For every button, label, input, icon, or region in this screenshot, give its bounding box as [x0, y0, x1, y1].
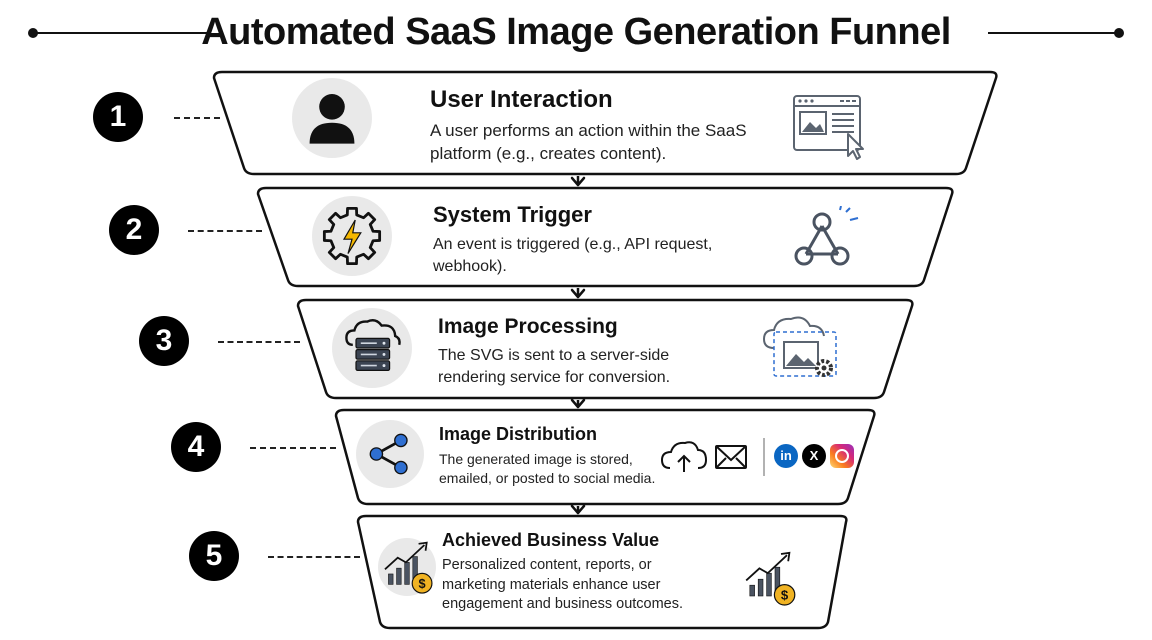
- down-arrow-icon: [570, 504, 586, 515]
- growth-chart-coin-icon: $: [378, 538, 436, 596]
- stage-4-description: The generated image is stored, emailed, …: [439, 451, 656, 486]
- user-icon: [292, 78, 372, 158]
- stage-2-leader-line: [188, 230, 262, 232]
- browser-window-cursor-icon: [790, 92, 874, 162]
- stage-5-number-badge: 5: [189, 531, 239, 581]
- stage-2-title: System Trigger: [433, 202, 592, 227]
- cloud-server-icon: [332, 308, 412, 388]
- stage-1-number-badge: 1: [93, 92, 143, 142]
- stage-3-leader-line: [218, 341, 300, 343]
- cloud-upload-icon: [660, 441, 708, 472]
- stage-3-number-badge: 3: [139, 316, 189, 366]
- instagram-icon: [830, 444, 854, 468]
- page-title: Automated SaaS Image Generation Funnel: [201, 11, 951, 53]
- stage-3-title: Image Processing: [438, 315, 618, 338]
- gear-lightning-icon: [312, 196, 392, 276]
- funnel-stage-1-shape: [212, 70, 998, 176]
- linkedin-icon: in: [774, 444, 798, 468]
- funnel-stage-5-shape: [356, 514, 848, 630]
- down-arrow-icon: [570, 176, 586, 187]
- webhook-icon: [786, 205, 862, 272]
- stage-1-leader-line: [174, 117, 220, 119]
- stage-2-description: An event is triggered (e.g., API request…: [433, 236, 713, 275]
- down-arrow-icon: [570, 398, 586, 409]
- stage-5-leader-line: [268, 556, 360, 558]
- stage-4-leader-line: [250, 447, 336, 449]
- title-rule-right: [988, 32, 1118, 34]
- growth-chart-coin-icon: $: [724, 548, 814, 608]
- stage-3-description: The SVG is sent to a server-side renderi…: [438, 347, 671, 386]
- stage-5-title: Achieved Business Value: [442, 530, 660, 550]
- stage-2-number-badge: 2: [109, 205, 159, 255]
- stage-1-description: A user performs an action within the Saa…: [430, 121, 747, 163]
- title-rule-left: [33, 32, 209, 34]
- funnel-stage-4-shape: [334, 408, 876, 506]
- cloud-image-gear-icon: [760, 312, 844, 380]
- stage-1-text: User Interaction A user performs an actio…: [430, 86, 750, 166]
- down-arrow-icon: [570, 288, 586, 299]
- share-icon: [356, 420, 424, 488]
- svg-text:$: $: [419, 576, 426, 591]
- x-icon: X: [802, 444, 826, 468]
- title-rule-right-dot: [1114, 28, 1124, 38]
- stage-4-title: Image Distribution: [439, 424, 598, 444]
- stage-4-number-badge: 4: [171, 422, 221, 472]
- title-rule-left-dot: [28, 28, 38, 38]
- title-bar: Automated SaaS Image Generation Funnel: [0, 0, 1152, 64]
- funnel-stage-2-shape: [256, 186, 954, 288]
- funnel-stage-3-shape: [296, 298, 914, 400]
- stage-1-title: User Interaction: [430, 86, 613, 113]
- svg-text:$: $: [781, 588, 789, 603]
- stage-5-description: Personalized content, reports, or market…: [442, 557, 684, 613]
- email-icon: [715, 445, 747, 469]
- stage-2-text: System Trigger An event is triggered (e.g…: [433, 202, 733, 277]
